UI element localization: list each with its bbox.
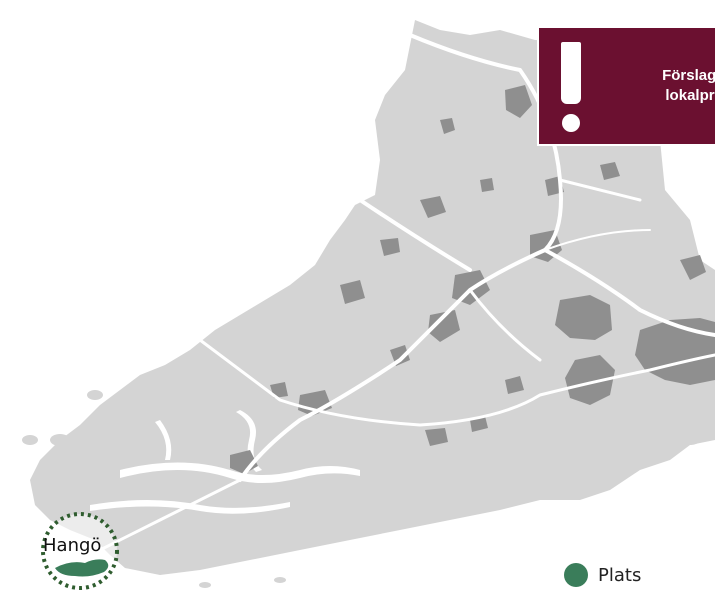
- notice-banner[interactable]: Förslag till r lokalprojek: [537, 26, 715, 146]
- map-legend: Plats: [564, 563, 641, 587]
- water-inlets: [90, 410, 360, 514]
- exclamation-icon: [561, 42, 581, 132]
- notice-line-2: lokalprojek: [665, 87, 715, 104]
- place-shape: [55, 559, 109, 577]
- place-label-hango: Hangö: [43, 535, 102, 556]
- urban-areas: [230, 85, 715, 474]
- notice-text: Förslag till r lokalprojek: [595, 66, 715, 106]
- mainland: [30, 20, 715, 575]
- notice-line-1: Förslag till r: [662, 67, 715, 84]
- legend-label: Plats: [598, 564, 642, 586]
- place-marker-hango[interactable]: [41, 512, 119, 590]
- archipelago: [22, 390, 700, 588]
- legend-swatch-icon: [564, 563, 588, 587]
